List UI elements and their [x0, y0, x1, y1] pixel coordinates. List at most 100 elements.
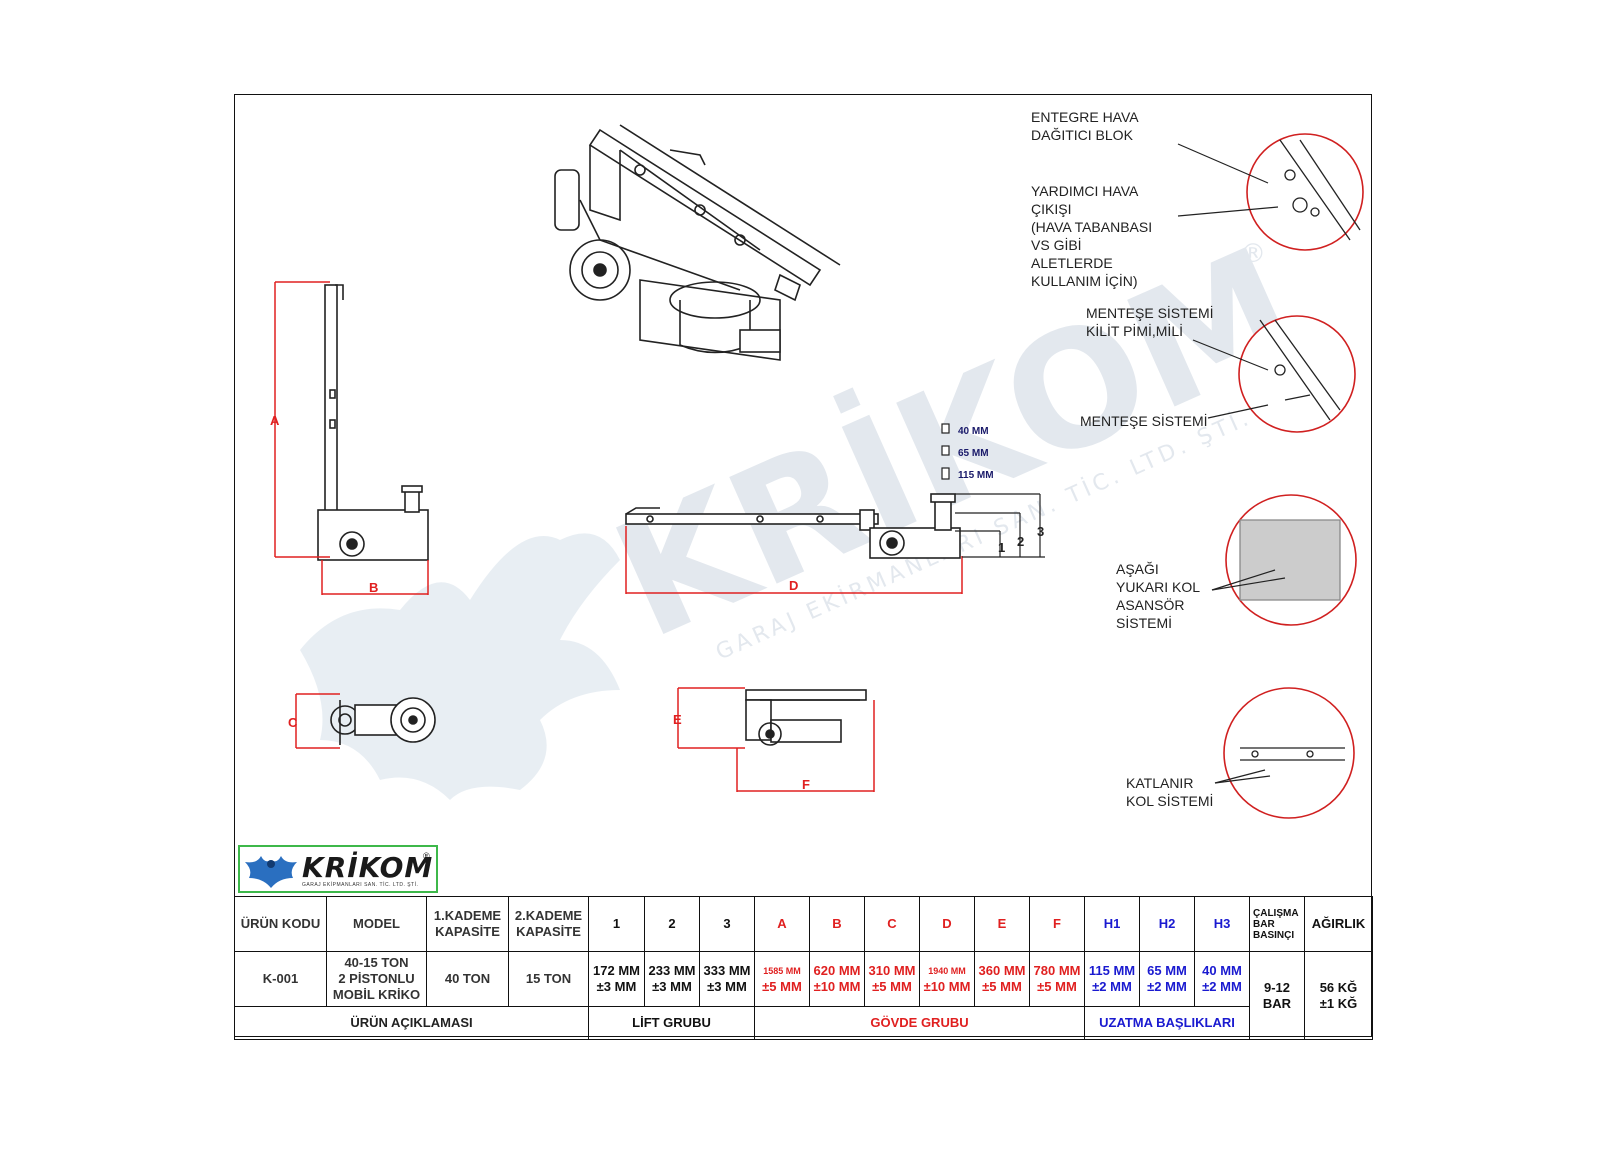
- value-line: 1940 MM: [928, 966, 966, 976]
- value-line: 780 MM: [1033, 963, 1081, 978]
- extension-icons: [941, 423, 950, 480]
- callout-line: VS GİBİ: [1031, 237, 1082, 253]
- header-cell: 2: [644, 896, 700, 952]
- header-cell: D: [919, 896, 975, 952]
- callout-lift-arm: AŞAĞI YUKARI KOL ASANSÖR SİSTEMİ: [1116, 560, 1200, 632]
- leader-lines: [1177, 143, 1286, 784]
- model-line: 40-15 TON: [344, 955, 409, 970]
- cell-v2: 233 MM±3 MM: [644, 951, 700, 1007]
- detail-air-block: [1246, 133, 1364, 251]
- header-cell: A: [754, 896, 810, 952]
- header-cell: H1: [1084, 896, 1140, 952]
- callout-line: KOL SİSTEMİ: [1126, 793, 1214, 809]
- value-line: ±3 MM: [596, 979, 637, 994]
- callout-line: DAĞITICI BLOK: [1031, 127, 1133, 143]
- eagle-icon: [245, 856, 297, 888]
- model-line: MOBİL KRİKO: [332, 987, 421, 1002]
- value-line: 172 MM: [593, 963, 640, 978]
- brand-logo: KRİKOM ® GARAJ EKİPMANLARI SAN. TİC. LTD…: [238, 845, 438, 893]
- callout-line: ASANSÖR: [1116, 597, 1185, 613]
- header-cell: H2: [1139, 896, 1195, 952]
- cell-vC: 310 MM±5 MM: [864, 951, 920, 1007]
- model-line: 2 PİSTONLU: [338, 971, 415, 986]
- logo-brand: KRİKOM: [302, 851, 434, 884]
- footer-ext: UZATMA BAŞLIKLARI: [1084, 1006, 1250, 1040]
- dimension-d-label: D: [789, 578, 798, 593]
- value-line: ±5 MM: [762, 979, 802, 994]
- callout-hinge-pin: MENTEŞE SİSTEMİ KİLİT PİMİ,MİLİ: [1086, 304, 1214, 340]
- header-cell: ÜRÜN KODU: [234, 896, 327, 952]
- header-cell: E: [974, 896, 1030, 952]
- value-line: 310 MM: [868, 963, 916, 978]
- header-cell: 1: [588, 896, 645, 952]
- header-cell: 1.KADEME KAPASİTE: [426, 896, 509, 952]
- cell-vH2: 65 MM±2 MM: [1139, 951, 1195, 1007]
- table-header-row: ÜRÜN KODU MODEL 1.KADEME KAPASİTE 2.KADE…: [234, 896, 1373, 952]
- header-cell: H3: [1194, 896, 1250, 952]
- value-line: ±2 MM: [1202, 979, 1242, 994]
- callout-air-block: ENTEGRE HAVA DAĞITICI BLOK: [1031, 108, 1139, 144]
- value-line: 115 MM: [1088, 963, 1136, 978]
- callout-line: AŞAĞI: [1116, 561, 1159, 577]
- value-line: ±1 KĞ: [1319, 995, 1358, 1011]
- dimension-lines-ef: [677, 687, 875, 792]
- callout-fold-arm: KATLANIR KOL SİSTEMİ: [1126, 774, 1213, 810]
- cell-cap2: 15 TON: [508, 951, 589, 1007]
- value-line: 1585 MM: [763, 966, 801, 976]
- logo-registered: ®: [423, 851, 430, 861]
- height-1-label: 1: [998, 540, 1005, 555]
- dimension-c-label: C: [288, 715, 298, 730]
- callout-line: ÇIKIŞI: [1031, 201, 1072, 217]
- header-cell: C: [864, 896, 920, 952]
- callout-hinge: MENTEŞE SİSTEMİ: [1080, 412, 1208, 430]
- value-line: 56 KĞ: [1319, 979, 1358, 995]
- detail-contents: [1239, 139, 1361, 761]
- value-line: ±3 MM: [652, 979, 692, 994]
- spec-table: ÜRÜN KODU MODEL 1.KADEME KAPASİTE 2.KADE…: [234, 896, 1373, 1040]
- footer-body: GÖVDE GRUBU: [754, 1006, 1085, 1040]
- value-line: ±10 MM: [813, 979, 861, 994]
- callout-line: SİSTEMİ: [1116, 615, 1173, 631]
- value-line: ±3 MM: [707, 979, 747, 994]
- detail-hinge: [1238, 315, 1356, 433]
- header-cell: AĞIRLIK: [1304, 896, 1373, 952]
- dimension-lines-c: [295, 693, 340, 749]
- value-line: 65 MM: [1147, 963, 1187, 978]
- callout-line: KİLİT PİMİ,MİLİ: [1086, 323, 1183, 339]
- value-line: 620 MM: [813, 963, 861, 978]
- jack-folded-top-view: [330, 697, 436, 745]
- detail-fold-arm: [1223, 687, 1355, 819]
- callout-line: KATLANIR: [1126, 775, 1194, 791]
- watermark-registered: ®: [1240, 239, 1266, 269]
- value-line: ±5 MM: [1037, 979, 1077, 994]
- header-cell: ÇALIŞMA BAR BASINÇI: [1249, 896, 1305, 952]
- cell-vD: 1940 MM±10 MM: [919, 951, 975, 1007]
- cell-code: K-001: [234, 951, 327, 1007]
- value-line: ±5 MM: [982, 979, 1022, 994]
- header-cell: 3: [699, 896, 755, 952]
- header-cell: MODEL: [326, 896, 427, 952]
- callout-line: ENTEGRE HAVA: [1031, 109, 1139, 125]
- extension-40-label: 40 MM: [958, 426, 989, 437]
- cell-vE: 360 MM±5 MM: [974, 951, 1030, 1007]
- value-line: ±5 MM: [872, 979, 912, 994]
- callout-aux-air: YARDIMCI HAVA ÇIKIŞI (HAVA TABANBASI VS …: [1031, 182, 1152, 290]
- cell-cap1: 40 TON: [426, 951, 509, 1007]
- extension-65-label: 65 MM: [958, 448, 989, 459]
- height-2-label: 2: [1017, 534, 1024, 549]
- table-footer-row: ÜRÜN AÇIKLAMASI LİFT GRUBU GÖVDE GRUBU U…: [234, 1006, 1373, 1040]
- cell-vA: 1585 MM ±5 MM: [754, 951, 810, 1007]
- height-3-label: 3: [1037, 524, 1044, 539]
- value-line: 9-12: [1263, 979, 1291, 995]
- value-line: ±2 MM: [1092, 979, 1132, 994]
- callout-line: (HAVA TABANBASI: [1031, 219, 1153, 235]
- value-line: BAR: [1262, 995, 1292, 1011]
- jack-isometric-view: [554, 124, 841, 361]
- callout-line: YUKARI KOL: [1116, 579, 1201, 595]
- cell-vF: 780 MM±5 MM: [1029, 951, 1085, 1007]
- value-line: ±2 MM: [1147, 979, 1187, 994]
- dimension-e-label: E: [673, 712, 682, 727]
- footer-desc: ÜRÜN AÇIKLAMASI: [234, 1006, 589, 1040]
